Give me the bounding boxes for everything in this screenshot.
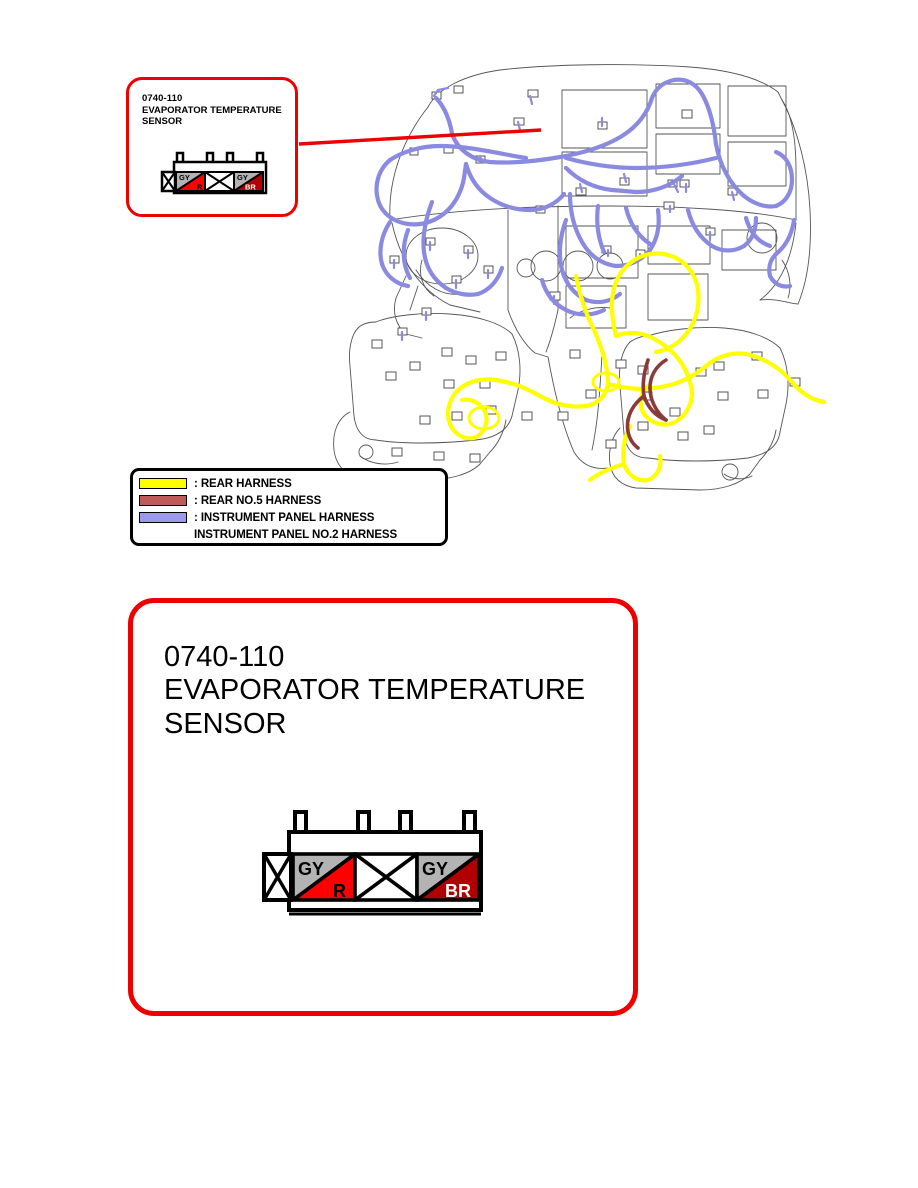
callout-large-title: EVAPORATOR TEMPERATURE SENSOR	[164, 674, 586, 740]
harness-clip-highlight	[467, 371, 621, 431]
connector-cell-2	[353, 852, 419, 902]
legend-label-instrument-panel-no2: INSTRUMENT PANEL NO.2 HARNESS	[194, 528, 398, 541]
svg-text:BR: BR	[245, 183, 256, 192]
legend-label-instrument-panel: : INSTRUMENT PANEL HARNESS	[194, 511, 375, 524]
callout-box-large: 0740-110 EVAPORATOR TEMPERATURE SENSOR G	[128, 598, 638, 1016]
svg-text:GY: GY	[298, 859, 324, 879]
callout-small-code: 0740-110	[142, 93, 183, 104]
svg-text:GY: GY	[237, 173, 248, 182]
legend-swatch-instrument-panel	[139, 512, 187, 523]
svg-text:R: R	[333, 881, 346, 901]
legend-swatch-rear-no5	[139, 495, 187, 506]
callout-small-title: EVAPORATOR TEMPERATURE SENSOR	[142, 105, 282, 127]
rear-no5-harness-route	[625, 358, 668, 450]
connector-symbol-large: GY R GY BR	[262, 810, 483, 916]
callout-box-small: 0740-110 EVAPORATOR TEMPERATURE SENSOR G	[126, 77, 298, 217]
legend-row: : REAR HARNESS	[133, 475, 445, 492]
connector-symbol-small: GY R GY BR	[160, 151, 268, 195]
connector-cell-3: GY BR	[415, 852, 481, 902]
legend-row: : INSTRUMENT PANEL HARNESS	[133, 509, 445, 526]
legend-label-rear-no5: : REAR NO.5 HARNESS	[194, 494, 322, 507]
connector-cell-1: GY R	[291, 852, 357, 902]
legend-row: : REAR NO.5 HARNESS	[133, 492, 445, 509]
vehicle-harness-illustration	[333, 64, 827, 491]
legend-row-continuation: INSTRUMENT PANEL NO.2 HARNESS	[133, 526, 445, 543]
svg-text:GY: GY	[179, 173, 190, 182]
rear-harness-route	[445, 251, 827, 483]
svg-text:R: R	[197, 183, 203, 192]
callout-large-code: 0740-110	[164, 641, 285, 673]
legend-swatch-rear	[139, 478, 187, 489]
harness-color-legend: : REAR HARNESS : REAR NO.5 HARNESS : INS…	[130, 468, 448, 546]
svg-text:BR: BR	[445, 881, 471, 901]
legend-label-rear: : REAR HARNESS	[194, 477, 292, 490]
svg-text:GY: GY	[422, 859, 448, 879]
